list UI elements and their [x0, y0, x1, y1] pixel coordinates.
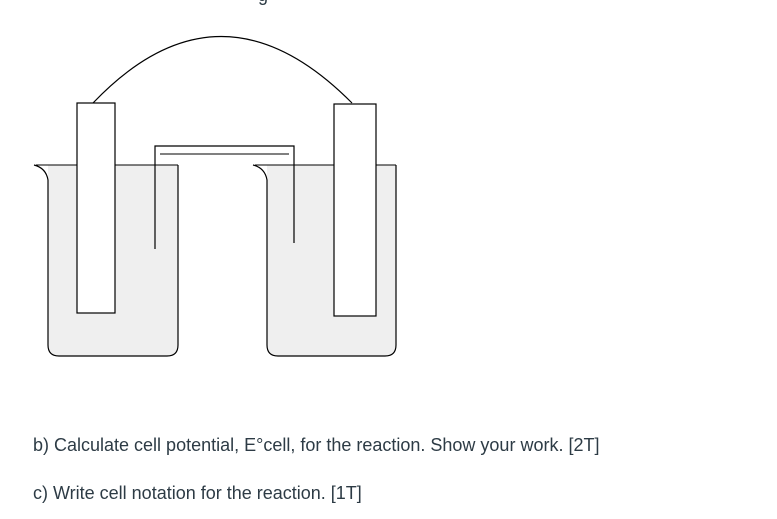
left-beaker-outline [33, 164, 179, 357]
external-wire [92, 36, 353, 104]
salt-bridge [154, 145, 295, 249]
right-electrode [333, 103, 377, 317]
electrochemical-cell-diagram [33, 36, 397, 357]
question-b: b) Calculate cell potential, E°cell, for… [33, 435, 600, 455]
right-beaker-outline [252, 164, 397, 357]
question-c: c) Write cell notation for the reaction.… [33, 483, 362, 503]
cropped-text-fragment: g [258, 0, 268, 4]
left-electrode [76, 102, 116, 314]
right-beaker-solution [267, 165, 396, 356]
